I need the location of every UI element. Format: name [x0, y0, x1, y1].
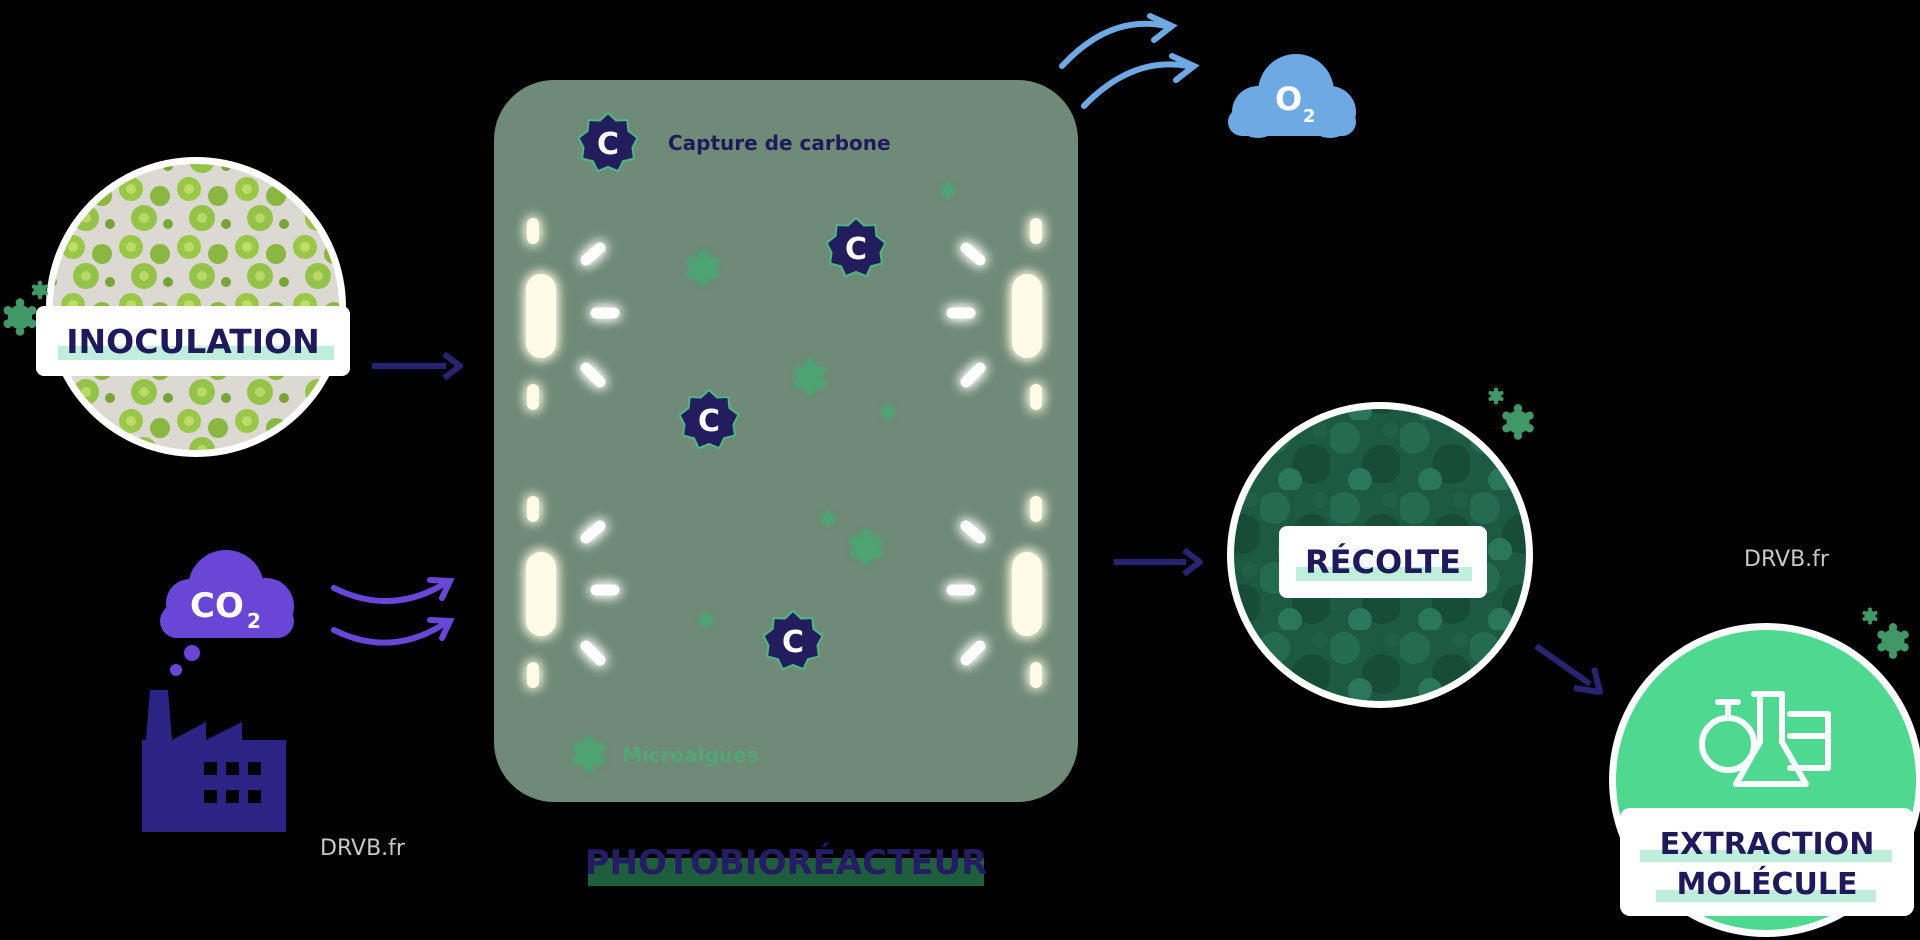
- factory-icon: [142, 690, 286, 832]
- svg-text:C: C: [597, 127, 619, 162]
- extraction-label-line2: MOLÉCULE: [1677, 866, 1858, 902]
- extraction-node: EXTRACTION MOLÉCULE: [1609, 607, 1920, 937]
- co2-cloud: CO 2: [160, 550, 294, 676]
- arrow-recolte-to-extraction: [1534, 643, 1603, 695]
- photobioreactor: C C C C Capture de carbone Microalgues: [494, 80, 1078, 802]
- inoculation-label: INOCULATION: [66, 322, 319, 361]
- light-lamp-icon: [526, 496, 556, 688]
- microalgues-label: Microalgues: [622, 743, 759, 767]
- svg-text:C: C: [845, 232, 867, 267]
- co2-label: CO: [190, 586, 244, 626]
- carbon-badge-icon: C: [678, 389, 740, 450]
- reactor-label: PHOTOBIORÉACTEUR: [585, 842, 988, 883]
- light-lamp-icon: [1012, 218, 1042, 410]
- arrow-inoculation-to-reactor: [372, 351, 463, 381]
- capture-label: Capture de carbone: [668, 131, 891, 155]
- o2-arrows: [1059, 13, 1200, 109]
- extraction-label-line1: EXTRACTION: [1660, 827, 1875, 862]
- arrow-reactor-to-recolte: [1114, 547, 1203, 577]
- svg-text:C: C: [698, 404, 720, 439]
- co2-arrows: [331, 577, 455, 646]
- inoculation-watermark: DRVB.fr: [111, 360, 181, 381]
- bottom-watermark: DRVB.fr: [320, 836, 406, 861]
- recolte-label: RÉCOLTE: [1305, 543, 1461, 581]
- microalgae-icon: [1488, 387, 1534, 440]
- o2-label: O: [1275, 80, 1302, 118]
- carbon-badge-icon: C: [825, 217, 887, 278]
- lab-glassware-icon: [1699, 691, 1831, 787]
- co2-subscript: 2: [247, 609, 261, 633]
- svg-text:C: C: [782, 625, 804, 660]
- o2-subscript: 2: [1303, 106, 1316, 127]
- light-lamp-icon: [526, 218, 556, 410]
- reactor-title: PHOTOBIORÉACTEUR: [585, 842, 988, 886]
- microalgae-icon: [1862, 607, 1909, 659]
- cloud-icon: [1228, 54, 1356, 138]
- inoculation-node: INOCULATION DRVB.fr: [3, 157, 350, 457]
- carbon-badge-icon: C: [762, 610, 824, 671]
- recolte-node: RÉCOLTE: [1227, 387, 1534, 708]
- reactor-tank: [494, 80, 1078, 802]
- carbon-badge-icon: C: [577, 112, 639, 173]
- o2-cloud: O 2: [1228, 54, 1356, 138]
- light-lamp-icon: [1012, 496, 1042, 688]
- cloud-icon: [160, 550, 294, 638]
- right-watermark: DRVB.fr: [1744, 547, 1830, 572]
